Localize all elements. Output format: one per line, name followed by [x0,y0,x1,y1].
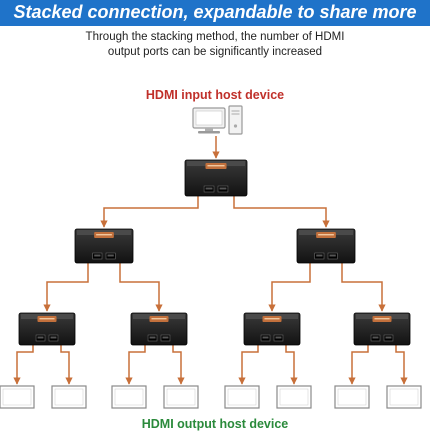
monitor-icon [334,385,370,409]
connector-arrow [285,345,298,385]
description-line-2: output ports can be significantly increa… [107,46,323,58]
hdmi-splitter-icon [130,312,188,346]
header-banner [0,0,430,26]
connector-arrow [233,196,330,228]
header-title: Stacked connection, expandable to share … [13,2,417,22]
hdmi-splitter-icon [74,228,134,264]
monitor-icon [0,385,35,409]
hdmi-splitter-icon [18,312,76,346]
input-host-label: HDMI input host device [145,88,285,102]
hdmi-splitter-icon [296,228,356,264]
connector-arrow [395,345,408,385]
monitor-icon [163,385,199,409]
hdmi-splitter-icon [353,312,411,346]
connector-arrow [268,263,311,312]
hdmi-splitters [18,159,411,346]
hdmi-splitter-icon [243,312,301,346]
monitor-icon [224,385,260,409]
connector-arrow [341,263,386,312]
monitor-icon [276,385,312,409]
hdmi-splitter-icon [184,159,248,197]
connector-arrow [100,196,199,228]
connector-arrow [172,345,185,385]
connector-arrow [13,345,34,385]
connection-lines [13,136,408,385]
connector-arrow [60,345,73,385]
connector-arrow [43,263,89,312]
connector-arrow [348,345,369,385]
desktop-computer-icon [192,105,243,135]
monitor-icon [111,385,147,409]
connector-arrow [119,263,163,312]
connector-arrow [238,345,259,385]
description-line-1: Through the stacking method, the number … [85,31,345,43]
output-host-label: HDMI output host device [141,417,289,431]
output-monitors [0,385,422,409]
connector-arrow [125,345,146,385]
monitor-icon [51,385,87,409]
monitor-icon [386,385,422,409]
description: Through the stacking method, the number … [30,30,400,60]
